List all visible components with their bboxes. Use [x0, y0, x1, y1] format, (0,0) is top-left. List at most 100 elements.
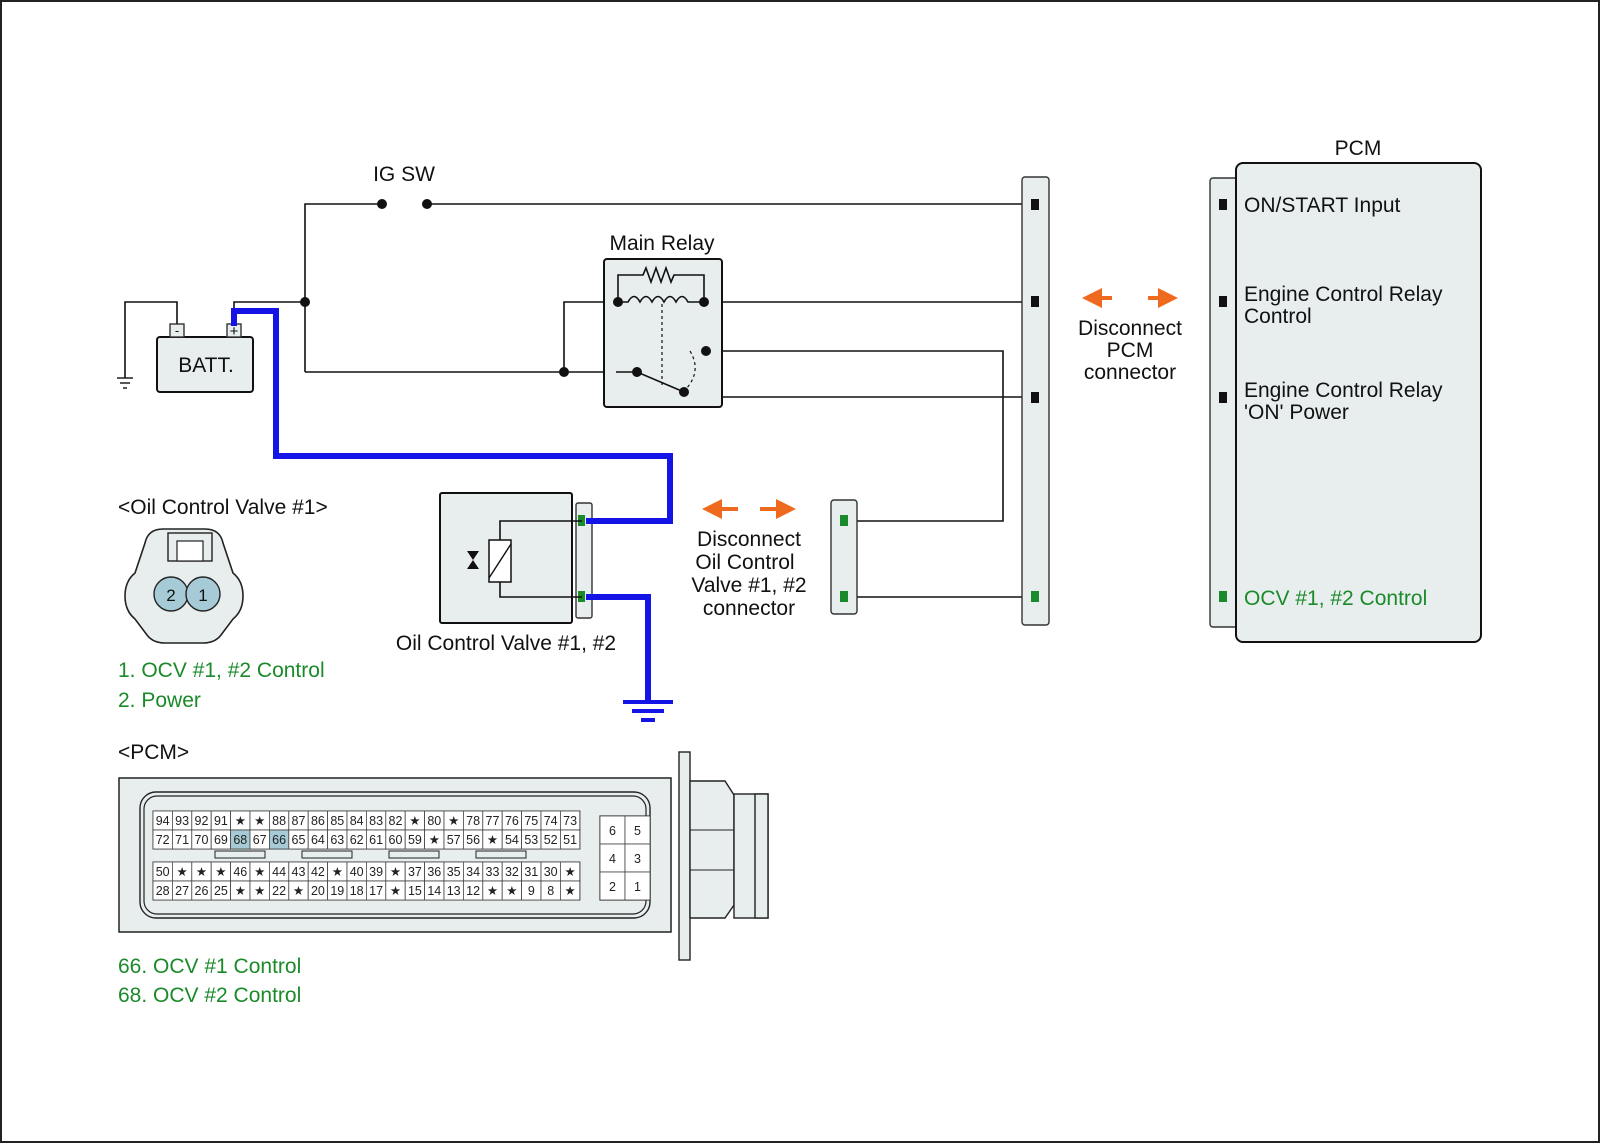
pcm-pin-label: 70 — [195, 833, 209, 847]
pcm-pin-label: ★ — [448, 814, 459, 828]
pcm-pin-label: ★ — [564, 884, 575, 898]
pcm-pin-label: 27 — [175, 884, 189, 898]
pcm-pin-label: 63 — [330, 833, 344, 847]
ocv-connector-title: <Oil Control Valve #1> — [118, 496, 328, 519]
battery-label: BATT. — [178, 354, 234, 377]
pcm-pin-label: 77 — [486, 814, 500, 828]
pcm-pin-label: 43 — [292, 865, 306, 879]
pcm-pin-label: 61 — [369, 833, 383, 847]
pcm-pin-label: 25 — [214, 884, 228, 898]
pcm-pin-label: 53 — [524, 833, 538, 847]
ocv-pin-2-label: 2 — [166, 586, 175, 605]
pcm-pin-label: ★ — [506, 884, 517, 898]
disconnect-ocv-line1: Disconnect — [697, 528, 801, 551]
pcm-pin-label: 56 — [466, 833, 480, 847]
pcm-pin-label: ★ — [487, 833, 498, 847]
relay-coil-supply-wire — [563, 301, 618, 372]
oil-control-valve: Oil Control Valve #1, #2 — [396, 492, 616, 655]
pcm-pin-label: 73 — [563, 814, 577, 828]
battery-positive-sign: + — [230, 323, 239, 340]
pcm-pin-engine-control-relay: Engine Control Relay — [1244, 283, 1443, 306]
pcm-pin-label: 78 — [466, 814, 480, 828]
pcm-pin-label: 86 — [311, 814, 325, 828]
pcm-side-label: 3 — [634, 852, 641, 866]
pcm-pin-label: 75 — [524, 814, 538, 828]
pcm-side-cell — [599, 871, 626, 901]
pcm-pin-label: 67 — [253, 833, 267, 847]
pcm-pin-label: 65 — [292, 833, 306, 847]
pcm-pin-label: 30 — [544, 865, 558, 879]
pcm-pin-label: 76 — [505, 814, 519, 828]
pcm-pin-label: 26 — [195, 884, 209, 898]
pcm-pin-label: 34 — [466, 865, 480, 879]
pcm-pin-label: 14 — [427, 884, 441, 898]
pcm-pin-label: 22 — [272, 884, 286, 898]
pcm-inline-connector — [1021, 176, 1050, 626]
disconnect-pcm-line1: Disconnect — [1078, 317, 1182, 340]
pcm-pin-label: 74 — [544, 814, 558, 828]
pcm-pin-label: 87 — [292, 814, 306, 828]
pcm-pin-engine-control-relay-on: Engine Control Relay — [1244, 379, 1443, 402]
pcm-pin-label: ★ — [390, 884, 401, 898]
pcm-pin-label: 52 — [544, 833, 558, 847]
pcm-pin-label: 12 — [466, 884, 480, 898]
relay-output-wire — [706, 350, 1004, 522]
pcm-pin-label: 13 — [447, 884, 461, 898]
battery: - + BATT. — [156, 323, 254, 393]
pcm-pin-label: ★ — [487, 884, 498, 898]
ocv-legend-1: 1. OCV #1, #2 Control — [118, 659, 325, 682]
pcm-side-label: 4 — [609, 852, 616, 866]
pcm-pin-label: 40 — [350, 865, 364, 879]
main-relay-label: Main Relay — [609, 232, 715, 255]
ocv-ground-wire — [586, 594, 651, 702]
pcm-pin-label: 51 — [563, 833, 577, 847]
pcm-pin-label: 60 — [389, 833, 403, 847]
pcm-pin-label: 71 — [175, 833, 189, 847]
pcm-pin-label: 17 — [369, 884, 383, 898]
ocv-pin-1 — [185, 576, 221, 612]
pcm-module: PCM ON/START Input Engine Control Relay … — [1209, 137, 1482, 643]
pcm-pin-label: 93 — [175, 814, 189, 828]
pcm-pin-label: 66 — [272, 833, 286, 847]
pcm-side-cell — [599, 843, 626, 873]
pcm-pin-label: ★ — [176, 865, 187, 879]
main-relay: Main Relay — [603, 232, 723, 408]
pcm-pin-label: 46 — [233, 865, 247, 879]
ignition-switch: IG SW — [373, 163, 435, 209]
pcm-pin-ocv-control: OCV #1, #2 Control — [1244, 587, 1427, 610]
ocv-component-label: Oil Control Valve #1, #2 — [396, 632, 616, 655]
pcm-pin-label: 69 — [214, 833, 228, 847]
pcm-pin-label: 39 — [369, 865, 383, 879]
pcm-side-label: 5 — [634, 824, 641, 838]
pcm-side-label: 2 — [609, 880, 616, 894]
pcm-pin-on-power-line2: 'ON' Power — [1244, 401, 1349, 424]
pcm-pin-label: 20 — [311, 884, 325, 898]
pcm-pin-label: 59 — [408, 833, 422, 847]
pcm-pin-label: 18 — [350, 884, 364, 898]
pcm-pin-label: ★ — [235, 884, 246, 898]
ocv-power-wire — [231, 308, 673, 524]
pcm-pin-label: 50 — [156, 865, 170, 879]
pcm-pin-label: 54 — [505, 833, 519, 847]
pcm-pin-label: 88 — [272, 814, 286, 828]
pcm-pin-label: 9 — [528, 884, 535, 898]
pcm-pin-label: ★ — [254, 814, 265, 828]
pcm-pin-label: 19 — [330, 884, 344, 898]
junction-dot — [559, 367, 569, 377]
pcm-pin-label: 33 — [486, 865, 500, 879]
disconnect-ocv-line2: Oil Control — [695, 551, 794, 574]
ig-sw-label: IG SW — [373, 163, 435, 186]
ocv-inline-connector — [830, 499, 858, 615]
pcm-pin-control-line2: Control — [1244, 305, 1312, 328]
pcm-pin-label: 44 — [272, 865, 286, 879]
pcm-pin-label: ★ — [332, 865, 343, 879]
pcm-pin-label: 85 — [330, 814, 344, 828]
disconnect-pcm-annotation: Disconnect PCM connector — [1078, 288, 1182, 384]
battery-negative-sign: - — [175, 323, 179, 338]
pcm-side-label: 6 — [609, 824, 616, 838]
pcm-pin-label: ★ — [254, 884, 265, 898]
pcm-pin-label: ★ — [429, 833, 440, 847]
pcm-pin-label: 84 — [350, 814, 364, 828]
